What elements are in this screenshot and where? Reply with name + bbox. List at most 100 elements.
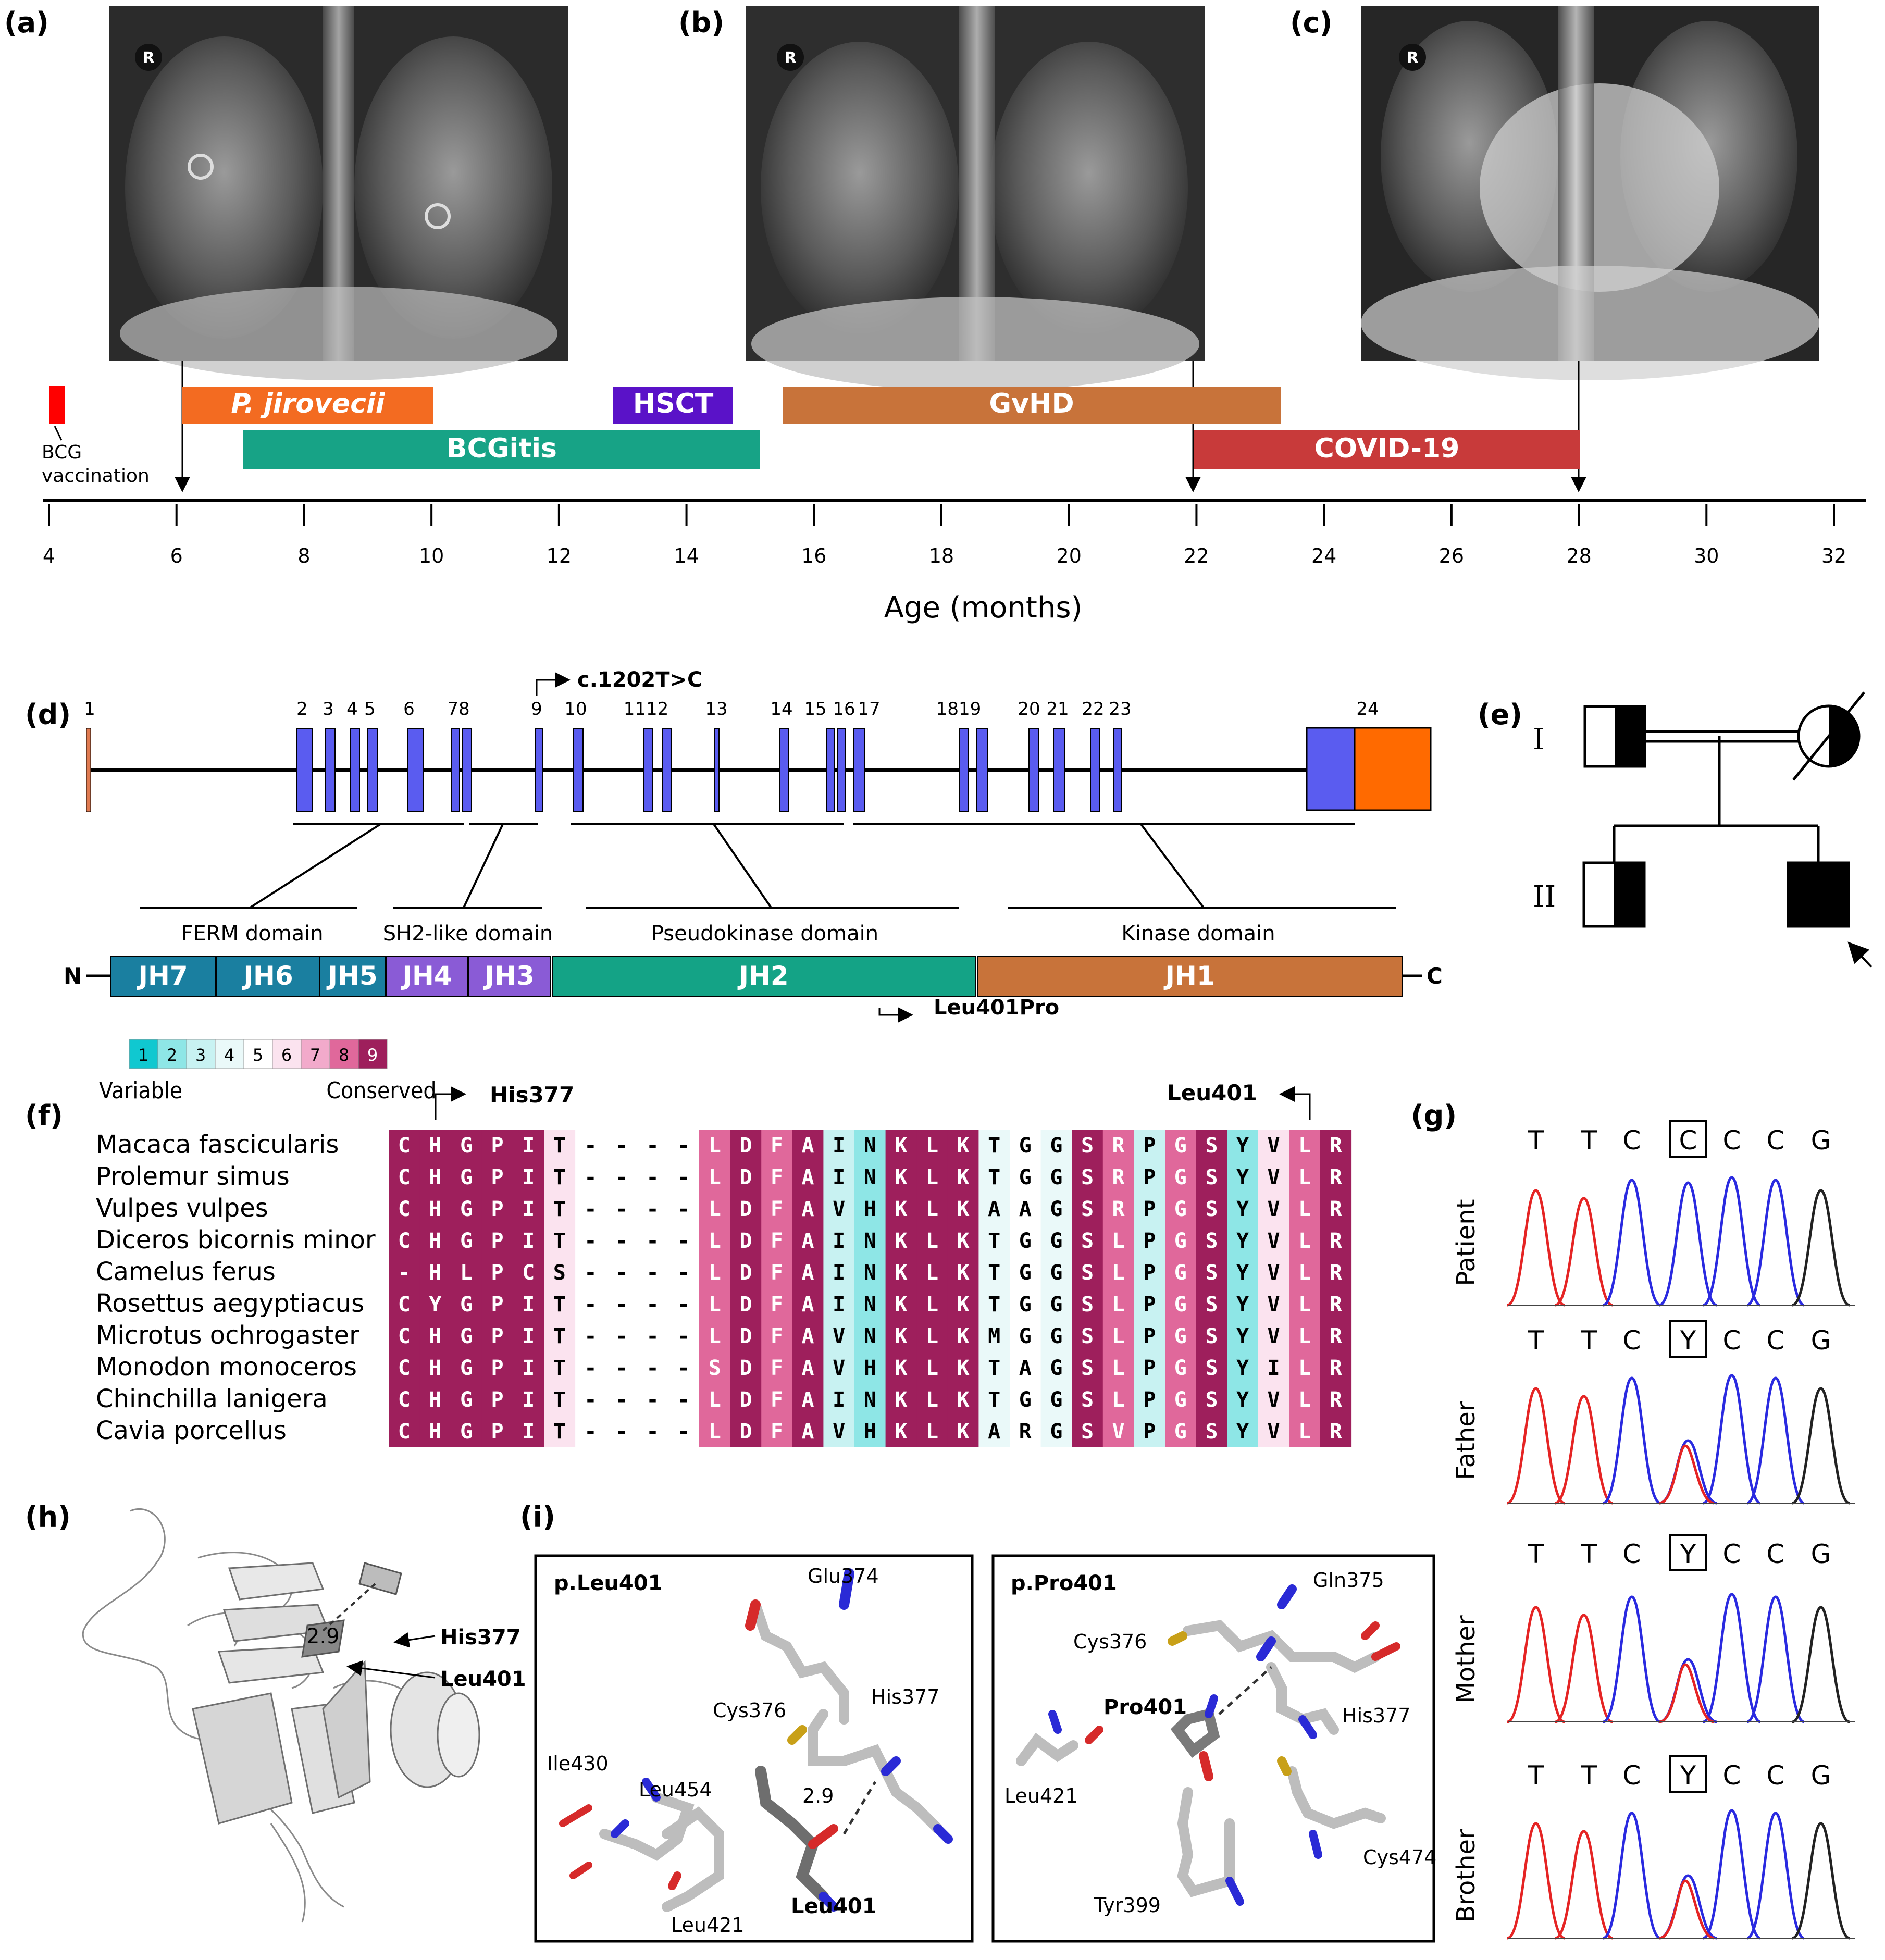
alignment-his377-label: His377 <box>490 1082 574 1108</box>
jh-domain-box <box>319 956 386 997</box>
alignment-residue: - <box>615 1324 628 1348</box>
alignment-residue: - <box>677 1165 690 1189</box>
exon-box <box>1090 728 1100 812</box>
alignment-residue: T <box>553 1420 566 1444</box>
alignment-residue: R <box>1330 1134 1343 1158</box>
alignment-residue: - <box>584 1134 597 1158</box>
alignment-residue: G <box>460 1229 473 1253</box>
alignment-residue: H <box>429 1165 441 1189</box>
alignment-residue: - <box>615 1197 628 1221</box>
alignment-residue: G <box>1019 1293 1032 1317</box>
alignment-residue: A <box>988 1420 1000 1444</box>
alignment-column-shade <box>1134 1130 1165 1447</box>
alignment-residue: I <box>522 1356 535 1380</box>
alignment-residue: L <box>1298 1229 1311 1253</box>
alignment-residue: V <box>1112 1420 1125 1444</box>
alignment-residue: P <box>491 1324 504 1348</box>
alignment-residue: R <box>1330 1420 1343 1444</box>
alignment-residue: F <box>771 1420 783 1444</box>
alignment-residue: - <box>677 1261 690 1285</box>
sanger-peak <box>1507 1387 1565 1505</box>
label-cys474: Cys474 <box>1363 1846 1436 1869</box>
alignment-residue: P <box>491 1229 504 1253</box>
alignment-residue: - <box>584 1324 597 1348</box>
alignment-residue: P <box>491 1356 504 1380</box>
alignment-residue: N <box>864 1388 876 1412</box>
alignment-residue: L <box>926 1388 938 1412</box>
alignment-residue: L <box>709 1165 721 1189</box>
label-gln375: Gln375 <box>1313 1569 1384 1592</box>
alignment-residue: P <box>491 1388 504 1412</box>
alignment-residue: H <box>429 1388 441 1412</box>
alignment-residue: P <box>1143 1197 1156 1221</box>
alignment-residue: A <box>1019 1356 1032 1380</box>
alignment-residue: - <box>677 1197 690 1221</box>
alignment-residue: - <box>647 1229 659 1253</box>
scale-swatch <box>215 1039 244 1069</box>
alignment-residue: F <box>771 1388 783 1412</box>
scale-swatch <box>186 1039 216 1069</box>
alignment-residue: C <box>398 1197 411 1221</box>
alignment-residue: G <box>1019 1229 1032 1253</box>
alignment-residue: - <box>677 1388 690 1412</box>
scale-number: 3 <box>195 1045 206 1065</box>
jh-domain-label: JH7 <box>137 961 188 991</box>
alignment-residue: R <box>1330 1165 1343 1189</box>
alignment-residue: K <box>957 1165 970 1189</box>
alignment-residue: R <box>1112 1134 1125 1158</box>
exon-box <box>451 728 460 812</box>
alignment-residue: D <box>739 1388 752 1412</box>
alignment-column-shade <box>978 1130 1010 1447</box>
species-name: Monodon monoceros <box>96 1353 357 1382</box>
sanger-peak <box>1703 1374 1761 1505</box>
exon-box <box>976 728 988 812</box>
alignment-residue: S <box>1205 1420 1218 1444</box>
alignment-residue: I <box>522 1293 535 1317</box>
jh-domain-label: JH1 <box>1163 961 1214 991</box>
exon-group <box>296 728 1122 812</box>
alignment-residue: - <box>647 1324 659 1348</box>
exon-number: 16 <box>833 699 855 720</box>
alignment-residue: - <box>647 1261 659 1285</box>
alignment-residue: K <box>895 1293 907 1317</box>
alignment-residue: I <box>522 1388 535 1412</box>
alignment-residue: V <box>1268 1324 1280 1348</box>
alignment-residue: I <box>522 1229 535 1253</box>
scale-number: 4 <box>224 1045 234 1065</box>
alignment-residue: R <box>1330 1293 1343 1317</box>
alignment-residue: L <box>460 1261 473 1285</box>
alignment-residue: I <box>833 1134 845 1158</box>
alignment-column-shade <box>885 1130 917 1447</box>
alignment-column-shade <box>1102 1130 1134 1447</box>
alignment-residue: - <box>677 1324 690 1348</box>
alignment-residue: G <box>1174 1324 1187 1348</box>
alignment-residue: V <box>833 1324 845 1348</box>
sanger-base-call: G <box>1811 1539 1831 1569</box>
sanger-peak <box>1603 1376 1661 1505</box>
scale-variable-label: Variable <box>99 1077 182 1104</box>
alignment-residue: I <box>522 1197 535 1221</box>
alignment-column-shade <box>513 1130 544 1447</box>
alignment-residue: Y <box>1236 1420 1249 1444</box>
alignment-residue: - <box>647 1420 659 1444</box>
jh-domain-label: JH4 <box>401 961 452 991</box>
alignment-column-shade <box>1196 1130 1227 1447</box>
alignment-residue: G <box>1019 1261 1032 1285</box>
sanger-sample-name: Mother <box>1452 1615 1481 1704</box>
exon-number: 17 <box>858 699 880 720</box>
alignment-residue: K <box>957 1420 970 1444</box>
alignment-residue: H <box>429 1197 441 1221</box>
alignment-residue: C <box>398 1165 411 1189</box>
event-label-covid: COVID-19 <box>1314 433 1460 464</box>
alignment-residue: C <box>398 1356 411 1380</box>
alignment-residue: L <box>926 1229 938 1253</box>
alignment-column-shade <box>1227 1130 1259 1447</box>
alignment-residue: H <box>429 1420 441 1444</box>
scale-swatch <box>329 1039 359 1069</box>
sanger-peak <box>1792 1387 1850 1505</box>
alignment-residue: T <box>553 1197 566 1221</box>
alignment-residue: P <box>491 1197 504 1221</box>
alignment-residue: L <box>1298 1261 1311 1285</box>
